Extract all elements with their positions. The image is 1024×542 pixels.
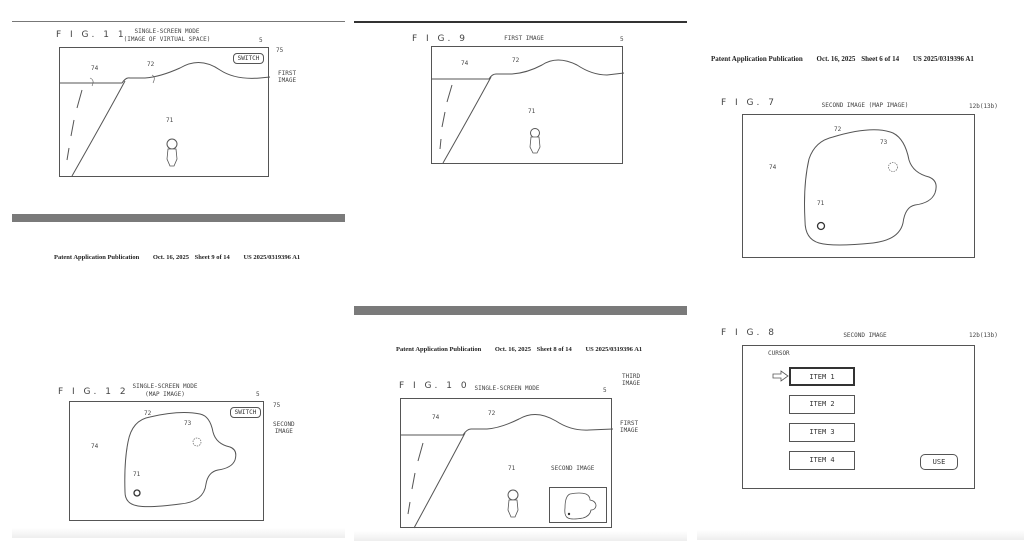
- page-fig11: F I G. 1 1 SINGLE-SCREEN MODE (IMAGE OF …: [0, 0, 345, 222]
- cursor-arrow-icon: [772, 370, 789, 382]
- page-bottom-fade: [697, 530, 1024, 540]
- inset-label: SECOND IMAGE: [551, 465, 595, 472]
- side-label: SECOND IMAGE: [273, 421, 295, 435]
- page-top-rule: [12, 21, 345, 22]
- menu-item-2[interactable]: ITEM 2: [789, 395, 855, 414]
- page-sheet6: Patent Application Publication Oct. 16, …: [697, 0, 1024, 542]
- use-button[interactable]: USE: [920, 454, 958, 470]
- map-drawing: [804, 129, 937, 246]
- ref-terrain: 72: [147, 61, 155, 68]
- ref-terrain: 72: [488, 410, 496, 417]
- first-image-label: FIRST IMAGE: [620, 420, 639, 434]
- ref-lake: 74: [432, 414, 440, 421]
- page-bottom-fade: [354, 531, 687, 541]
- screen-frame: CURSOR ITEM 1 ITEM 2 ITEM 3 ITEM 4 USE: [742, 345, 975, 489]
- screen-frame: [431, 46, 625, 164]
- figure-caption: SECOND IMAGE (MAP IMAGE): [821, 102, 909, 109]
- page-top-rule: [354, 21, 687, 23]
- figure-label: F I G. 7: [721, 98, 777, 108]
- figure-label: F I G. 9: [412, 34, 468, 44]
- ref-character: 71: [133, 471, 141, 478]
- ref-screen: 12b(13b): [969, 332, 998, 339]
- ref-lake: 74: [91, 65, 99, 72]
- menu-item-3[interactable]: ITEM 3: [789, 423, 855, 442]
- inset-map-drawing: [564, 492, 597, 520]
- landscape-drawing: [60, 62, 271, 177]
- figure-caption: SINGLE-SCREEN MODE (MAP IMAGE): [132, 383, 198, 398]
- ref-lake: 74: [461, 60, 469, 67]
- ref-lake: 74: [91, 443, 99, 450]
- cursor-label: CURSOR: [768, 350, 790, 357]
- ref-lake: 74: [769, 164, 777, 171]
- ref-character: 71: [528, 108, 536, 115]
- screen-frame: SWITCH: [59, 47, 271, 177]
- screen-frame: [400, 398, 614, 529]
- figure-caption: SINGLE-SCREEN MODE: [474, 385, 540, 392]
- ref-character: 71: [508, 465, 516, 472]
- publication-header: Patent Application Publication Oct. 16, …: [396, 346, 643, 353]
- figure-caption: SECOND IMAGE: [843, 332, 887, 339]
- switch-button[interactable]: SWITCH: [230, 407, 261, 418]
- ref-screen: 5: [603, 387, 607, 394]
- ref-switch: 75: [276, 47, 284, 54]
- map-drawing: [124, 412, 237, 508]
- page-separator: [354, 306, 687, 315]
- page-sheet8: Patent Application Publication Oct. 16, …: [354, 315, 687, 542]
- figure-label: F I G. 1 0: [399, 381, 470, 391]
- screen-frame: [742, 114, 975, 258]
- ref-terrain: 72: [512, 57, 520, 64]
- inset-second-image: [549, 487, 607, 523]
- page-separator: [12, 214, 345, 222]
- landscape-drawing: [401, 414, 614, 529]
- landscape-drawing: [432, 59, 625, 164]
- side-label: FIRST IMAGE: [278, 70, 297, 84]
- ref-terrain: 72: [144, 410, 152, 417]
- publication-header: Patent Application Publication Oct. 16, …: [54, 254, 301, 261]
- ref-screen: 5: [620, 36, 624, 43]
- page-sheet9: Patent Application Publication Oct. 16, …: [0, 222, 345, 542]
- page-bottom-fade: [12, 528, 345, 538]
- ref-terrain: 72: [834, 126, 842, 133]
- ref-screen: 12b(13b): [969, 103, 998, 110]
- menu-item-4[interactable]: ITEM 4: [789, 451, 855, 470]
- ref-character: 71: [166, 117, 174, 124]
- figure-label: F I G. 8: [721, 328, 777, 338]
- figure-caption: SINGLE-SCREEN MODE (IMAGE OF VIRTUAL SPA…: [123, 28, 211, 43]
- ref-switch: 75: [273, 402, 281, 409]
- figure-caption: FIRST IMAGE: [504, 35, 544, 42]
- switch-button[interactable]: SWITCH: [233, 53, 264, 64]
- ref-screen: 5: [259, 37, 263, 44]
- ref-target: 73: [184, 420, 192, 427]
- ref-screen: 5: [256, 391, 260, 398]
- figure-label: F I G. 1 1: [56, 30, 127, 40]
- page-fig9: F I G. 9 FIRST IMAGE 5 74 72 71: [354, 0, 687, 306]
- screen-frame: SWITCH: [69, 401, 264, 521]
- ref-character: 71: [817, 200, 825, 207]
- figure-label: F I G. 1 2: [58, 387, 129, 397]
- ref-target: 73: [880, 139, 888, 146]
- menu-item-1[interactable]: ITEM 1: [789, 367, 855, 386]
- publication-header: Patent Application Publication Oct. 16, …: [711, 55, 974, 63]
- third-image-label: THIRD IMAGE: [622, 373, 641, 387]
